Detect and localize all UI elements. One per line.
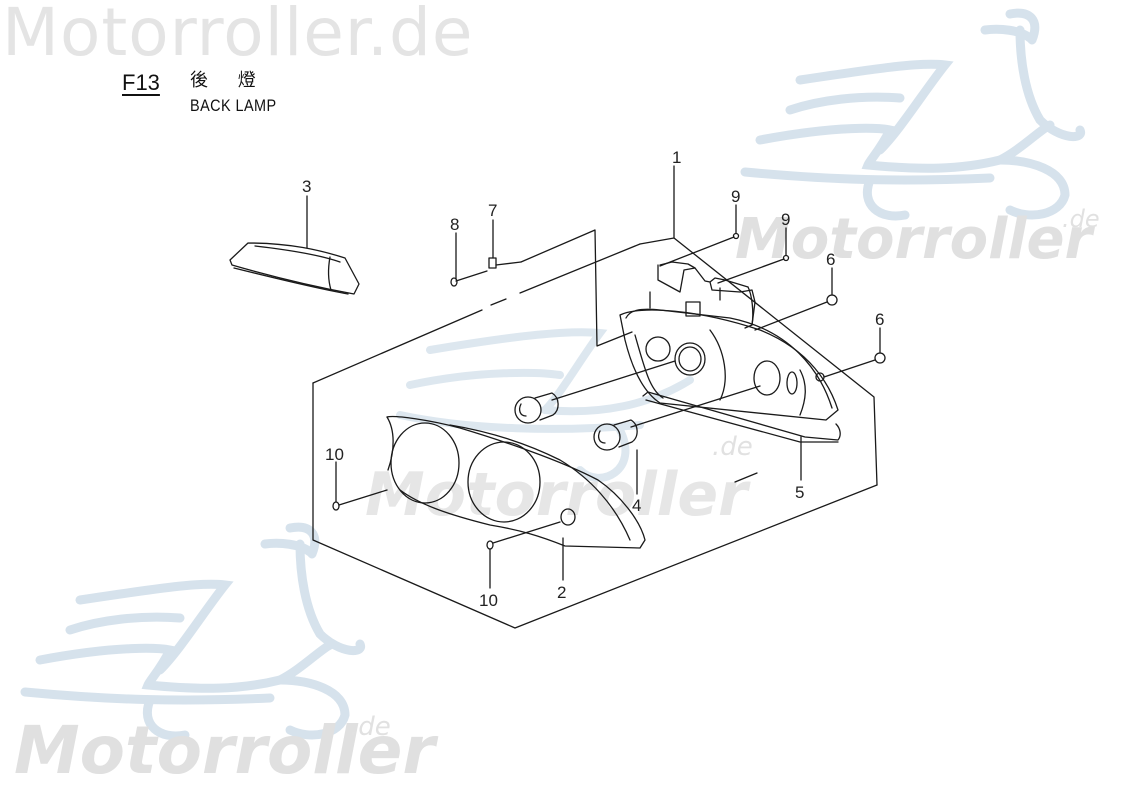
- diagram-title-cjk: 後 燈: [190, 70, 268, 91]
- part-7-clip: [488, 257, 522, 269]
- callout-9-b: 9: [781, 210, 790, 229]
- callout-10-left: 10: [325, 445, 344, 464]
- watermark-logo-text-right: Motorroller: [735, 207, 1093, 272]
- watermark-logo-suffix-bottom: .de: [350, 712, 391, 742]
- callout-labels: 1 2 3 4 5 6 6 7 8 9 9 10 10: [302, 148, 884, 610]
- watermark-logo-suffix-center: .de: [712, 432, 753, 462]
- watermark-top-text: Motorroller.de: [2, 0, 474, 71]
- callout-9-a: 9: [731, 187, 740, 206]
- callout-3: 3: [302, 177, 311, 196]
- part-2-lens: [386, 415, 646, 549]
- callout-leaders: [306, 165, 881, 589]
- part-4-bulb-lower: [593, 385, 761, 451]
- scooter-logo-center: [396, 328, 694, 482]
- callout-6-lower: 6: [875, 310, 884, 329]
- callout-1: 1: [672, 148, 681, 167]
- part-5-gasket: [642, 391, 841, 443]
- callout-6-upper: 6: [826, 250, 835, 269]
- assembly-outline: [312, 229, 878, 629]
- callout-2: 2: [557, 583, 566, 602]
- callout-7: 7: [488, 201, 497, 220]
- part-1-housing: [619, 261, 839, 421]
- part-4-bulb-upper: [514, 360, 676, 424]
- part-3-reflector: [229, 242, 360, 295]
- diagram-code: F13: [122, 70, 160, 95]
- callout-8: 8: [450, 215, 459, 234]
- callout-10-bottom: 10: [479, 591, 498, 610]
- callout-5: 5: [795, 483, 804, 502]
- watermark-logo-text-center: Motorroller: [365, 460, 748, 530]
- part-9-screw-b: [717, 254, 790, 284]
- callout-4: 4: [632, 496, 641, 515]
- part-8-screw: [450, 270, 488, 287]
- part-10-screw-left: [332, 489, 388, 511]
- diagram-title: BACK LAMP: [190, 96, 277, 115]
- scooter-logo-bottom-left: [20, 522, 366, 741]
- watermark-logo-suffix-right: .de: [1062, 205, 1100, 233]
- scooter-logo-top-right: [740, 8, 1086, 221]
- watermark-logo-text-bottom: Motorroller: [14, 712, 435, 789]
